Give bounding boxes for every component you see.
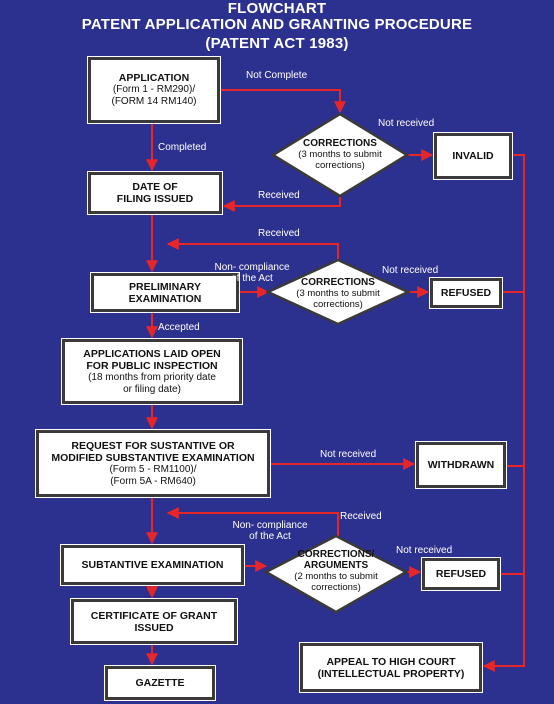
label-noncompliance-2b: of the Act <box>249 531 291 542</box>
box-laid-open-line2: FOR PUBLIC INSPECTION <box>86 359 218 372</box>
box-gazette: GAZETTE <box>105 666 215 700</box>
arrow-invalid-to-appeal <box>482 154 525 672</box>
diamond-3-line1: (2 months to submit <box>294 571 378 582</box>
box-preliminary-line1: PRELIMINARY <box>129 280 201 293</box>
chart-subtitle: (PATENT ACT 1983) <box>205 35 349 52</box>
box-request-line2: MODIFIED SUBSTANTIVE EXAMINATION <box>51 451 255 464</box>
label-noncompliance-2: Non- compliance of the Act <box>226 520 314 542</box>
box-date-of-filing-line1: DATE OF <box>132 181 178 193</box>
box-withdrawn: WITHDRAWN <box>416 442 506 488</box>
diamond-2-line2: corrections) <box>313 299 363 310</box>
box-invalid: INVALID <box>434 133 512 179</box>
box-application-title: APPLICATION <box>118 72 190 84</box>
box-application: APPLICATION (Form 1 - RM290)/ (FORM 14 R… <box>88 57 220 123</box>
diamond-corrections-arguments-text: CORRECTIONS/ ARGUMENTS (2 months to subm… <box>278 549 394 593</box>
box-appeal-high-court: APPEAL TO HIGH COURT (INTELLECTUAL PROPE… <box>300 643 482 692</box>
box-refused-1-label: REFUSED <box>440 287 492 299</box>
diamond-2-line1: (3 months to submit <box>296 288 380 299</box>
diamond-corrections-2 <box>264 258 412 326</box>
box-preliminary-line2: EXAMINATION <box>128 292 202 305</box>
diamond-corrections-2-text: CORRECTIONS (3 months to submit correcti… <box>280 277 396 310</box>
box-appeal-line1: APPEAL TO HIGH COURT <box>326 655 456 668</box>
box-refused-2-label: REFUSED <box>435 568 487 580</box>
box-date-of-filing: DATE OF FILING ISSUED <box>88 172 222 214</box>
box-substantive-label: SUBTANTIVE EXAMINATION <box>81 559 224 571</box>
arrow-not-complete <box>220 89 346 114</box>
diamond-corrections-1-text: CORRECTIONS (3 months to submit correcti… <box>283 138 397 171</box>
diamond-3-title: CORRECTIONS/ <box>297 549 375 560</box>
diamond-corrections-arguments <box>263 534 409 614</box>
box-laid-open-line1: APPLICATIONS LAID OPEN <box>83 347 221 360</box>
box-substantive-examination: SUBTANTIVE EXAMINATION <box>61 545 244 585</box>
label-noncompliance-1b: of the Act <box>231 273 273 284</box>
label-not-received-1: Not received <box>378 118 435 129</box>
box-gazette-label: GAZETTE <box>135 677 185 689</box>
diamond-3-line2: corrections) <box>311 582 361 593</box>
box-application-form14: (FORM 14 RM140) <box>111 96 197 107</box>
label-completed: Completed <box>158 142 207 153</box>
label-not-received-4: Not received <box>396 545 453 556</box>
label-received-1: Received <box>258 190 300 201</box>
label-noncompliance-2a: Non- compliance <box>232 520 308 531</box>
box-request-line1: REQUEST FOR SUSTANTIVE OR <box>71 439 235 452</box>
box-request-line3: (Form 5 - RM1100)/ <box>109 463 197 475</box>
box-laid-open: APPLICATIONS LAID OPEN FOR PUBLIC INSPEC… <box>62 339 242 404</box>
box-refused-2: REFUSED <box>422 558 500 590</box>
diamond-2-title: CORRECTIONS <box>301 277 375 288</box>
box-certificate-line2: ISSUED <box>134 621 174 634</box>
label-not-complete: Not Complete <box>246 70 308 81</box>
box-request-line4: (Form 5A - RM640) <box>110 475 196 487</box>
label-noncompliance-1: Non- compliance of the Act <box>212 262 292 284</box>
box-request-examination: REQUEST FOR SUSTANTIVE OR MODIFIED SUBST… <box>36 430 270 497</box>
label-noncompliance-1a: Non- compliance <box>214 262 290 273</box>
label-not-received-3: Not received <box>320 449 377 460</box>
box-laid-open-line3: (18 months from priority date <box>88 371 216 383</box>
box-date-of-filing-line2: FILING ISSUED <box>116 193 194 205</box>
box-withdrawn-label: WITHDRAWN <box>427 459 495 471</box>
box-application-form1: (Form 1 - RM290)/ <box>112 84 196 95</box>
chart-title-line1: FLOWCHART <box>227 0 327 17</box>
box-refused-1: REFUSED <box>430 278 502 308</box>
diamond-1-line2: corrections) <box>315 160 365 171</box>
diamond-1-line1: (3 months to submit <box>298 149 382 160</box>
box-laid-open-line4: or filing date) <box>123 383 181 395</box>
diamond-corrections-1 <box>270 112 410 198</box>
label-received-3: Received <box>340 511 382 522</box>
arrow-received-3 <box>166 507 339 536</box>
label-received-2: Received <box>258 228 300 239</box>
box-certificate-line1: CERTIFICATE OF GRANT <box>90 609 218 622</box>
box-preliminary-examination: PRELIMINARY EXAMINATION <box>91 273 239 312</box>
box-certificate-of-grant: CERTIFICATE OF GRANT ISSUED <box>71 599 237 644</box>
diamond-1-title: CORRECTIONS <box>303 138 377 149</box>
chart-title-line2: PATENT APPLICATION AND GRANTING PROCEDUR… <box>81 16 473 33</box>
arrow-received-2 <box>166 238 339 260</box>
box-invalid-label: INVALID <box>452 150 494 162</box>
box-appeal-line2: (INTELLECTUAL PROPERTY) <box>317 667 465 680</box>
label-not-received-2: Not received <box>382 265 439 276</box>
diamond-3-title2: ARGUMENTS <box>303 560 369 571</box>
label-accepted: Accepted <box>158 322 200 333</box>
